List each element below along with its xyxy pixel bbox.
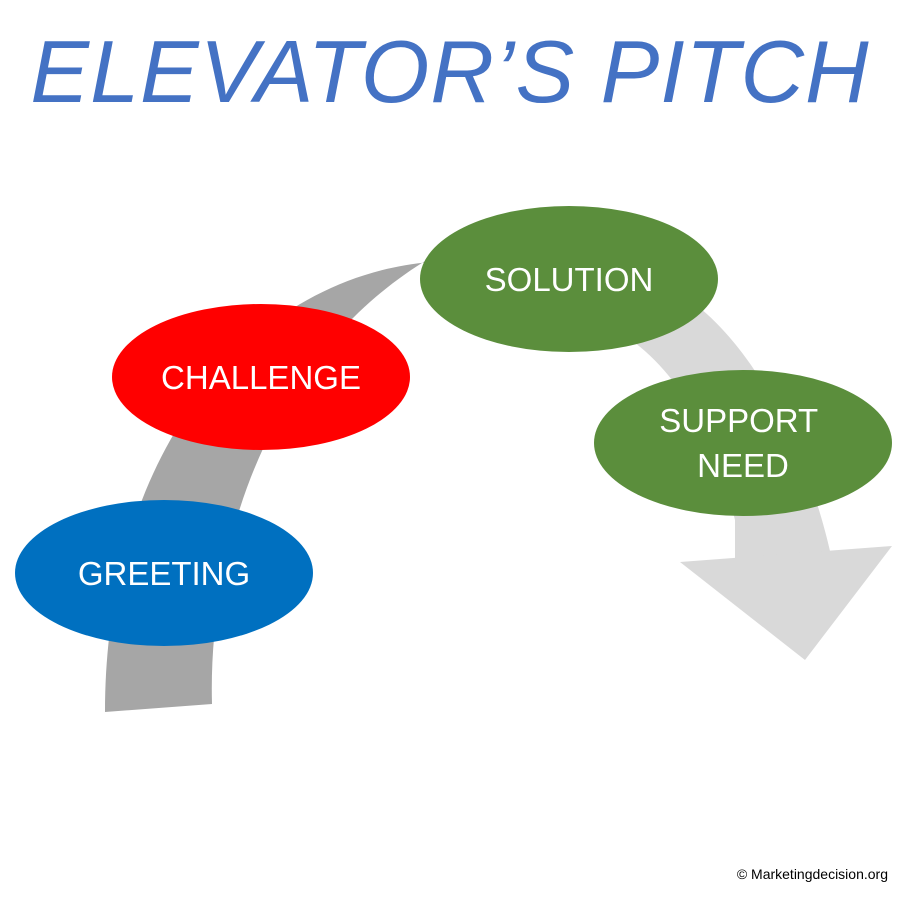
step-challenge-label: CHALLENGE	[161, 359, 361, 396]
step-support-need-label: SUPPORT NEED	[659, 402, 827, 484]
step-greeting: GREETING	[15, 500, 313, 646]
step-challenge-shape	[112, 304, 410, 450]
copyright-credit: © Marketingdecision.org	[736, 866, 888, 882]
step-greeting-label: GREETING	[78, 555, 250, 592]
step-greeting-shape	[15, 500, 313, 646]
step-solution: SOLUTION	[420, 206, 718, 352]
page-title: ELEVATOR’S PITCH	[30, 22, 870, 121]
arrow-head	[680, 546, 892, 660]
step-support-need: SUPPORT NEED	[594, 370, 892, 516]
step-challenge: CHALLENGE	[112, 304, 410, 450]
step-solution-shape	[420, 206, 718, 352]
step-solution-label: SOLUTION	[485, 261, 654, 298]
step-support-need-shape	[594, 370, 892, 516]
